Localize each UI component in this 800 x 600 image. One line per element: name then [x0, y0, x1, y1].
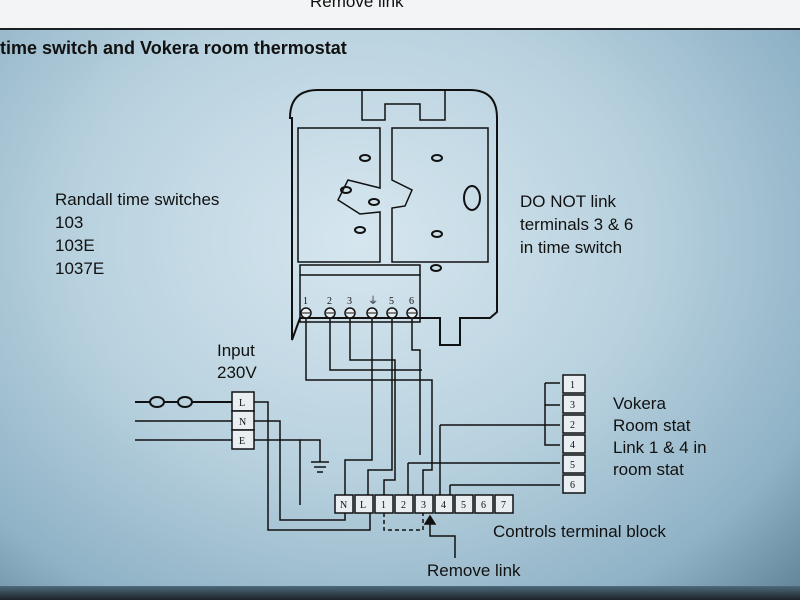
controls-terminal-L: L: [360, 500, 366, 511]
input-voltage-label: 230V: [217, 363, 257, 382]
randall-model-3: 1037E: [55, 259, 105, 278]
controls-block-label: Controls terminal block: [493, 522, 666, 541]
warning-line-3: in time switch: [520, 238, 623, 257]
switch-terminal-earth: ⏚: [368, 295, 378, 307]
fuse-symbol: [135, 396, 232, 408]
controls-terminal-6: 6: [481, 500, 486, 511]
switch-terminal-1: 1: [303, 296, 308, 307]
switch-terminal-5: 5: [389, 296, 394, 307]
remove-link-label: Remove link: [427, 561, 521, 580]
input-terminal-L: L: [239, 398, 245, 409]
controls-terminal-N: N: [340, 500, 347, 511]
controls-terminal-1: 1: [381, 500, 386, 511]
diagram-title: time switch and Vokera room thermostat: [0, 38, 347, 58]
vokera-line-2: Room stat: [613, 416, 691, 435]
vokera-terminal-3: 3: [570, 400, 575, 411]
vokera-line-3: Link 1 & 4 in: [613, 438, 707, 457]
warning-line-2: terminals 3 & 6: [520, 215, 634, 234]
vokera-terminal-5: 5: [570, 460, 575, 471]
vokera-terminal-4: 4: [570, 440, 575, 451]
screen-bottom-edge: [0, 586, 800, 600]
wires: [135, 318, 560, 531]
input-label: Input: [217, 341, 255, 360]
vokera-line-1: Vokera: [613, 394, 666, 413]
remove-link-dashed: [383, 513, 456, 558]
vokera-terminal-6: 6: [570, 480, 575, 491]
controls-terminal-3: 3: [421, 500, 426, 511]
randall-model-1: 103: [55, 213, 84, 232]
switch-terminal-3: 3: [347, 296, 352, 307]
vokera-terminal-1: 1: [570, 380, 575, 391]
warning-line-1: DO NOT link: [520, 192, 617, 211]
controls-terminal-7: 7: [501, 500, 506, 511]
input-terminal-E: E: [239, 436, 245, 447]
randall-model-2: 103E: [55, 236, 95, 255]
switch-terminal-2: 2: [327, 296, 332, 307]
controls-terminal-4: 4: [441, 500, 446, 511]
top-partial-text: Remove link: [310, 0, 404, 11]
time-switch-housing: [288, 89, 498, 346]
controls-terminal-2: 2: [401, 500, 406, 511]
switch-terminal-6: 6: [409, 296, 414, 307]
input-terminal-N: N: [239, 417, 246, 428]
vokera-terminal-2: 2: [570, 420, 575, 431]
randall-heading: Randall time switches: [55, 190, 220, 209]
vokera-line-4: room stat: [613, 460, 684, 479]
controls-terminal-5: 5: [461, 500, 466, 511]
top-bar: Remove link: [0, 0, 800, 30]
